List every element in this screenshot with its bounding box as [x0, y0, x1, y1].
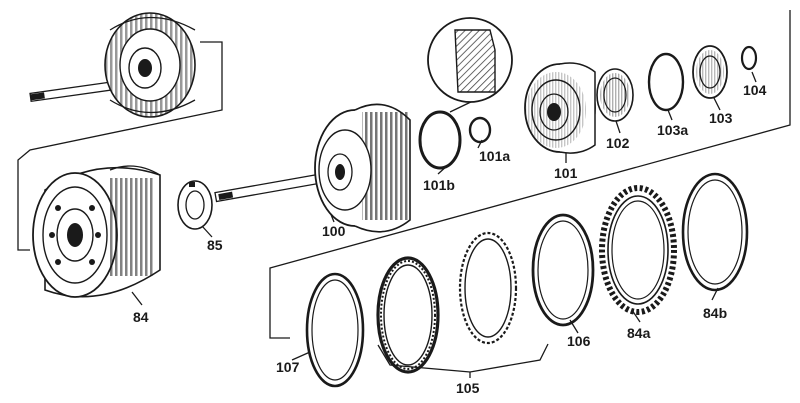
- part-102-spring-plate: [596, 68, 634, 122]
- part-104-circlip: [740, 45, 758, 71]
- part-105-plate-toothed: [458, 231, 518, 345]
- label-107: 107: [276, 359, 300, 375]
- label-103a: 103a: [657, 122, 688, 138]
- label-106: 106: [567, 333, 591, 349]
- part-105-plate-lined: [376, 256, 440, 374]
- label-105: 105: [456, 380, 480, 396]
- label-100: 100: [322, 223, 346, 239]
- part-101b-ring: [418, 110, 462, 170]
- label-85: 85: [207, 237, 223, 253]
- part-100-gear-drum: [214, 103, 411, 233]
- part-106-ring: [531, 213, 595, 327]
- label-84: 84: [133, 309, 149, 325]
- part-85-washer: [177, 180, 213, 230]
- label-104: 104: [743, 82, 767, 98]
- label-84a: 84a: [627, 325, 651, 341]
- part-labels: 84 84a 84b 85 100 101 101a 101b 102 103 …: [133, 82, 767, 396]
- label-101b: 101b: [423, 177, 455, 193]
- part-101a-oring: [468, 116, 492, 144]
- label-101a: 101a: [479, 148, 510, 164]
- part-101-piston: [524, 62, 596, 154]
- label-102: 102: [606, 135, 630, 151]
- label-84b: 84b: [703, 305, 727, 321]
- part-103a-ring: [647, 52, 685, 112]
- seal-section-callout: [427, 17, 513, 103]
- part-103-carrier: [692, 45, 728, 99]
- part-84-drum: [32, 165, 161, 298]
- label-101: 101: [554, 165, 578, 181]
- part-84b-ring: [681, 172, 749, 292]
- part-84a-ring-gear: [599, 185, 677, 315]
- label-103: 103: [709, 110, 733, 126]
- part-107-ring: [305, 272, 365, 388]
- upper-drum-assembly: [29, 12, 196, 118]
